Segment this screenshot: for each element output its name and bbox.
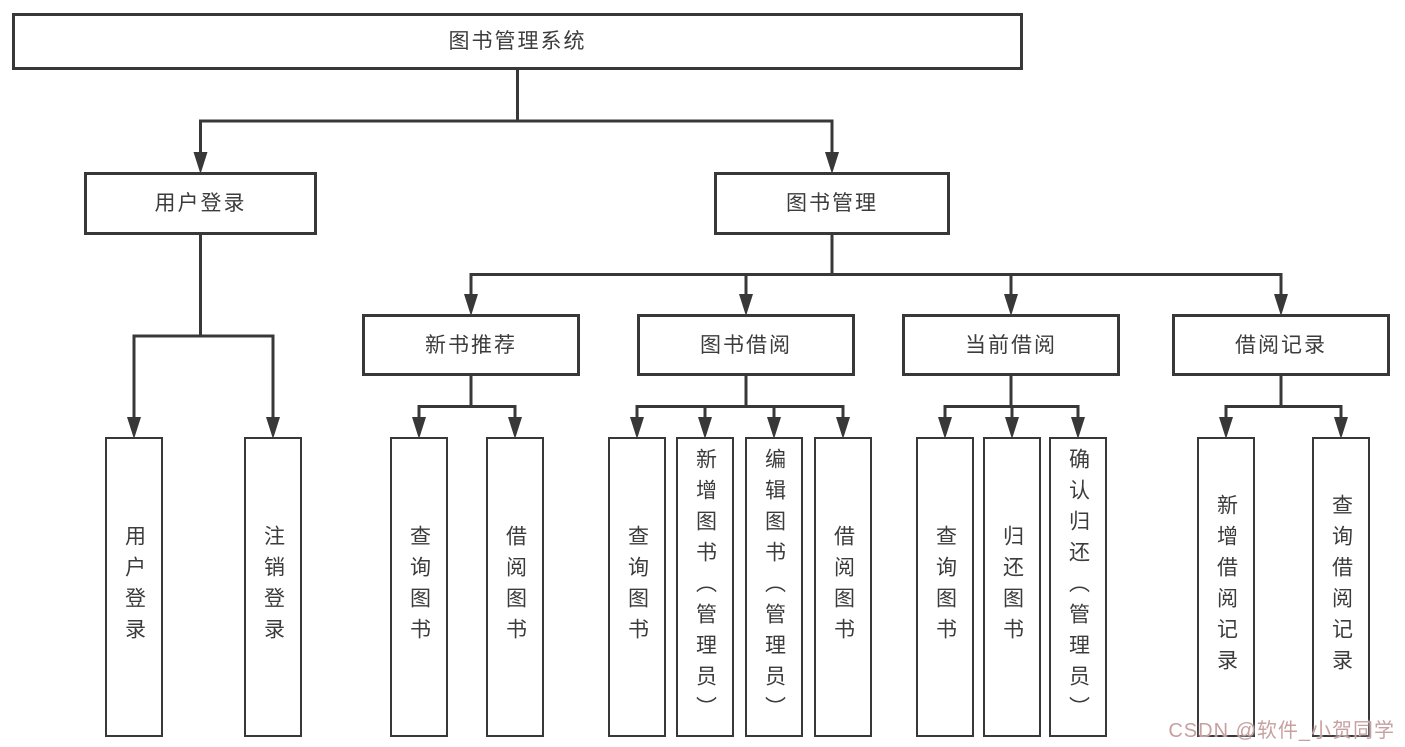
node-label: 编辑图书（管理员） [762, 447, 786, 727]
node-label: 用户登录 [154, 192, 247, 215]
node-leaf-login: 用户登录 [105, 437, 163, 737]
node-label: 借阅图书 [503, 525, 527, 649]
csdn-watermark: CSDN @软件_小贺同学 [1168, 720, 1395, 742]
node-label: 查询借阅记录 [1329, 494, 1353, 680]
node-label: 图书管理 [786, 192, 878, 215]
node-label: 归还图书 [1000, 525, 1024, 649]
node-leaf-return: 归还图书 [983, 437, 1041, 737]
node-current-loans: 当前借阅 [902, 314, 1120, 376]
node-leaf-query-2: 查询图书 [608, 437, 666, 737]
node-label: 借阅图书 [831, 525, 855, 649]
node-loan-records: 借阅记录 [1172, 314, 1390, 376]
node-root: 图书管理系统 [12, 13, 1023, 70]
node-label: 确认归还（管理员） [1066, 447, 1090, 727]
node-label: 新增借阅记录 [1214, 494, 1238, 680]
node-label: 查询图书 [407, 525, 431, 649]
node-leaf-query-1: 查询图书 [390, 437, 448, 737]
node-book-mgmt: 图书管理 [714, 172, 950, 235]
node-leaf-add-book: 新增图书（管理员） [676, 437, 734, 737]
node-new-books: 新书推荐 [362, 314, 580, 376]
node-label: 图书借阅 [700, 333, 792, 357]
node-label: 查询图书 [933, 525, 957, 649]
node-leaf-query-rec: 查询借阅记录 [1312, 437, 1370, 737]
node-leaf-borrow-2: 借阅图书 [814, 437, 872, 737]
node-label: 用户登录 [122, 525, 146, 649]
node-leaf-edit-book: 编辑图书（管理员） [745, 437, 803, 737]
node-label: 查询图书 [625, 525, 649, 649]
node-label: 图书管理系统 [448, 30, 587, 53]
node-leaf-confirm: 确认归还（管理员） [1049, 437, 1107, 737]
node-leaf-add-rec: 新增借阅记录 [1197, 437, 1255, 737]
node-leaf-logout: 注销登录 [244, 437, 302, 737]
node-label: 当前借阅 [965, 333, 1057, 357]
node-user-login: 用户登录 [84, 172, 317, 235]
node-label: 新增图书（管理员） [693, 447, 717, 727]
node-leaf-borrow-1: 借阅图书 [486, 437, 544, 737]
node-label: 注销登录 [261, 525, 285, 649]
node-book-borrow: 图书借阅 [637, 314, 855, 376]
node-label: 新书推荐 [425, 333, 517, 357]
node-leaf-query-3: 查询图书 [916, 437, 974, 737]
node-label: 借阅记录 [1235, 333, 1327, 357]
edge-lines [132, 68, 1343, 423]
